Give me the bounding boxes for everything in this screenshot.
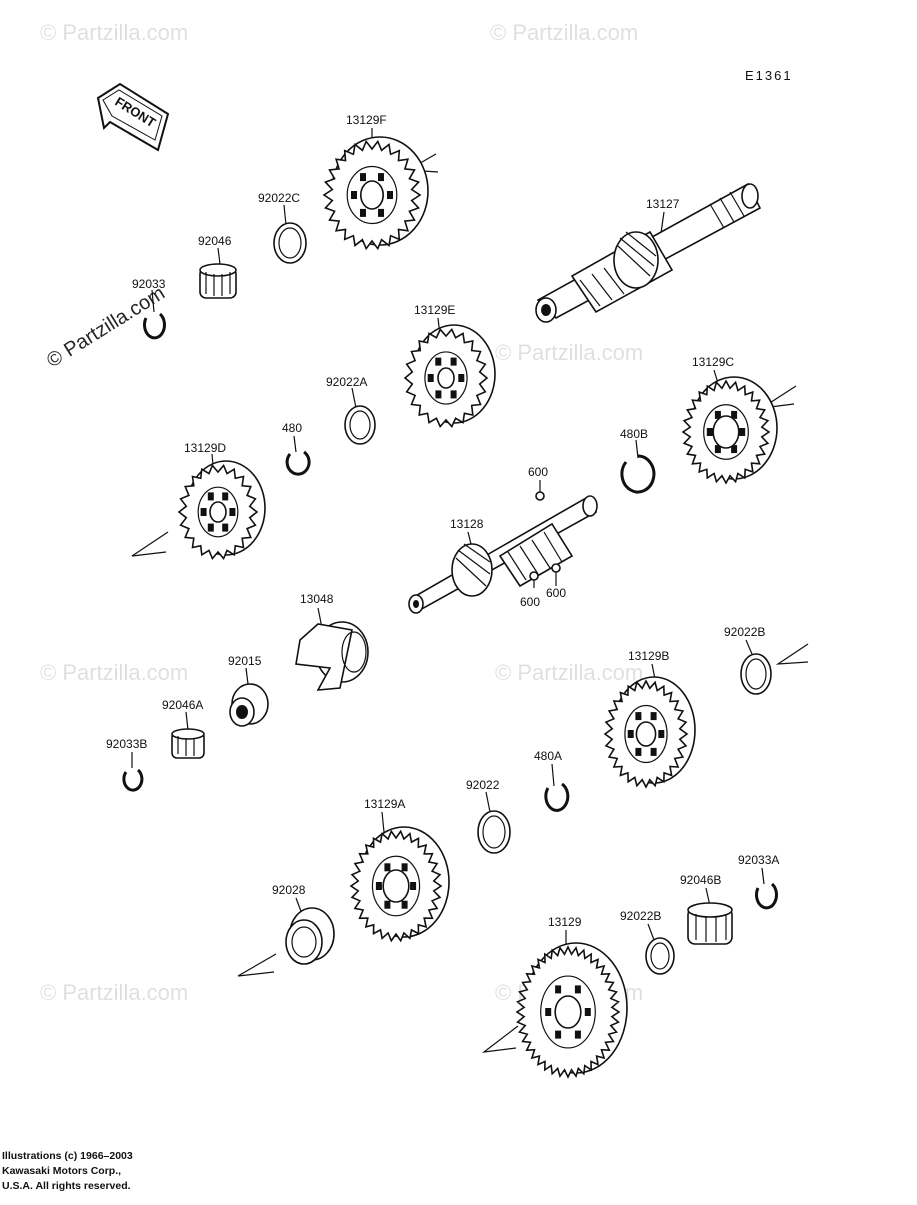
part-label-13048[interactable]: 13048	[300, 592, 334, 606]
bushing-92028[interactable]	[285, 907, 335, 965]
bearing-92046A[interactable]	[171, 728, 205, 759]
credit-line: U.S.A. All rights reserved.	[2, 1180, 131, 1192]
gear-13129B[interactable]	[603, 676, 696, 789]
part-label-13129F[interactable]: 13129F	[346, 113, 387, 127]
circlip-92033B[interactable]	[122, 768, 144, 792]
circlip-480A[interactable]	[544, 782, 570, 812]
credit-line: Kawasaki Motors Corp.,	[2, 1165, 122, 1177]
watermark-text: © Partzilla.com	[40, 660, 188, 685]
part-label-13129E[interactable]: 13129E	[414, 303, 455, 317]
part-label-92022[interactable]: 92022	[466, 778, 500, 792]
washer-92022B-bottom[interactable]	[645, 937, 675, 975]
part-label-13129C[interactable]: 13129C	[692, 355, 734, 369]
part-label-92033A[interactable]: 92033A	[738, 853, 779, 867]
front-arrow-icon: FRONT	[96, 82, 170, 152]
part-label-13129B[interactable]: 13129B	[628, 649, 669, 663]
washer-92022C[interactable]	[273, 222, 307, 264]
gear-13129[interactable]	[515, 942, 628, 1079]
bearing-92046B[interactable]	[687, 902, 733, 945]
watermark-text: © Partzilla.com	[43, 282, 169, 372]
circlip-480[interactable]	[285, 450, 311, 476]
part-label-600[interactable]: 600	[546, 586, 566, 600]
ball-600[interactable]	[551, 563, 561, 573]
copyright-credit: Illustrations (c) 1966–2003 Kawasaki Mot…	[2, 1149, 133, 1194]
ball-600[interactable]	[535, 491, 545, 501]
gear-13129D[interactable]	[177, 460, 266, 561]
washer-92022[interactable]	[477, 810, 511, 854]
part-label-92022B[interactable]: 92022B	[620, 909, 661, 923]
part-label-480B[interactable]: 480B	[620, 427, 648, 441]
watermark-text: © Partzilla.com	[40, 980, 188, 1005]
part-label-92028[interactable]: 92028	[272, 883, 306, 897]
watermark-text: © Partzilla.com	[40, 20, 188, 45]
gear-13129A[interactable]	[349, 826, 450, 943]
part-label-92015[interactable]: 92015	[228, 654, 262, 668]
part-label-92022C[interactable]: 92022C	[258, 191, 300, 205]
washer-92022B-top[interactable]	[740, 653, 772, 695]
part-label-92046A[interactable]: 92046A	[162, 698, 203, 712]
shift-dog-13048[interactable]	[295, 621, 369, 691]
circlip-92033A[interactable]	[755, 882, 778, 910]
part-label-92046[interactable]: 92046	[198, 234, 232, 248]
output-shaft-13127[interactable]	[535, 182, 762, 323]
circlip-92033[interactable]	[143, 312, 166, 340]
diagram-code: E1361	[745, 68, 793, 83]
part-label-480A[interactable]: 480A	[534, 749, 562, 763]
gear-13129F[interactable]	[322, 136, 429, 251]
washer-92022A[interactable]	[344, 405, 376, 445]
watermark-text: © Partzilla.com	[495, 660, 643, 685]
part-label-13127[interactable]: 13127	[646, 197, 680, 211]
gear-13129E[interactable]	[403, 324, 496, 428]
part-label-13129[interactable]: 13129	[548, 915, 582, 929]
watermark-text: © Partzilla.com	[495, 340, 643, 365]
part-label-92046B[interactable]: 92046B	[680, 873, 721, 887]
part-label-480[interactable]: 480	[282, 421, 302, 435]
part-label-13128[interactable]: 13128	[450, 517, 484, 531]
ball-600[interactable]	[529, 571, 539, 581]
part-label-13129D[interactable]: 13129D	[184, 441, 226, 455]
gear-13129C[interactable]	[681, 376, 778, 485]
bearing-92046[interactable]	[199, 263, 237, 299]
part-label-600[interactable]: 600	[520, 595, 540, 609]
collar-92015[interactable]	[229, 683, 269, 727]
part-labels: 13129F 92022C 92046 92033 13127 13129E 9…	[106, 113, 779, 929]
credit-line: Illustrations (c) 1966–2003	[2, 1150, 133, 1162]
part-label-92022B[interactable]: 92022B	[724, 625, 765, 639]
drive-shaft-13128[interactable]	[408, 495, 598, 614]
part-label-13129A[interactable]: 13129A	[364, 797, 405, 811]
watermark-text: © Partzilla.com	[490, 20, 638, 45]
circlip-480B[interactable]	[620, 454, 656, 494]
part-label-92033B[interactable]: 92033B	[106, 737, 147, 751]
part-label-92033[interactable]: 92033	[132, 277, 166, 291]
part-label-600[interactable]: 600	[528, 465, 548, 479]
part-label-92022A[interactable]: 92022A	[326, 375, 367, 389]
